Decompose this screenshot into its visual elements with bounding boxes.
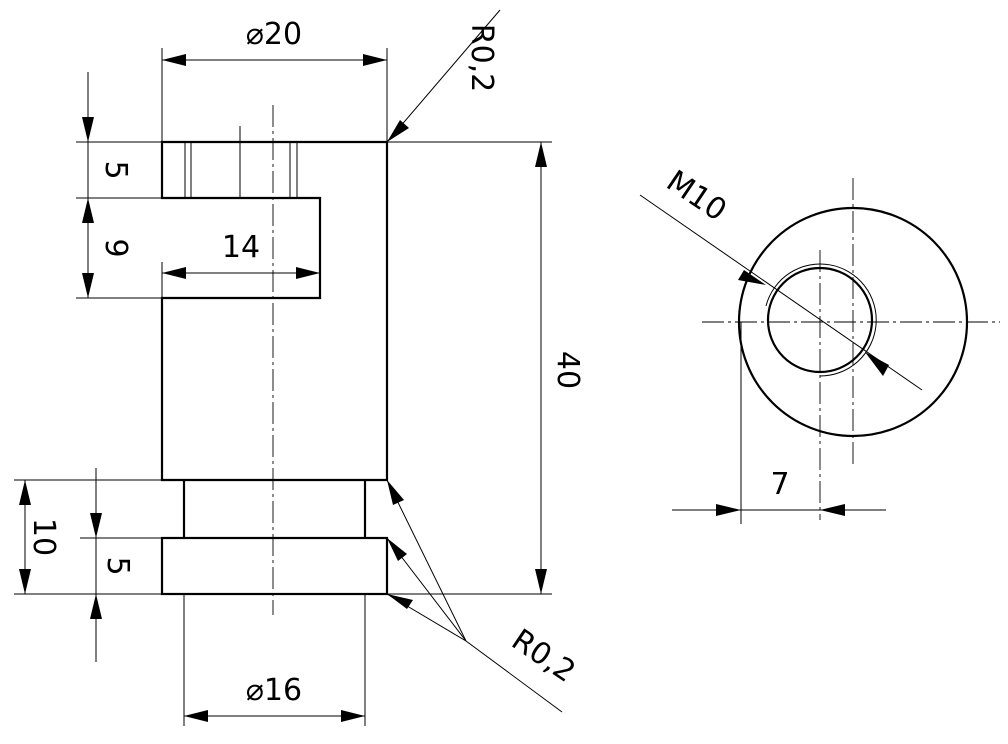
extension-lines	[14, 48, 552, 726]
arrowhead	[184, 710, 208, 722]
arrowhead	[535, 569, 547, 594]
dim-height-5-bottom: 5	[100, 556, 135, 575]
arrowhead	[19, 569, 31, 594]
arrowhead	[162, 54, 186, 66]
dim-width-14: 14	[222, 230, 260, 265]
arrowhead	[387, 594, 413, 609]
dim-radius-top: R0,2	[464, 24, 499, 93]
arrowhead	[90, 513, 102, 538]
arrowheads	[19, 54, 547, 722]
dimension-lines	[24, 9, 563, 717]
dim-height-9: 9	[98, 238, 133, 257]
thread-arc	[765, 263, 877, 377]
dim-diameter-16: ⌀16	[246, 673, 302, 708]
arrowhead	[90, 594, 102, 619]
arrowhead	[865, 352, 889, 376]
arrowhead	[82, 117, 94, 142]
arrowhead	[387, 538, 407, 561]
front-view-outline	[160, 140, 389, 596]
arrowhead	[19, 480, 31, 505]
side-view	[639, 178, 1000, 524]
arrowhead	[162, 267, 186, 279]
arrowhead	[341, 710, 365, 722]
dim-height-40: 40	[550, 351, 585, 389]
dim-height-10: 10	[26, 518, 61, 556]
side-arrowheads	[716, 270, 889, 516]
dim-diameter-20: ⌀20	[246, 17, 302, 52]
dim-height-5-top: 5	[98, 160, 133, 179]
arrowhead	[82, 273, 94, 298]
arrowhead	[535, 142, 547, 167]
dim-offset-7: 7	[770, 467, 789, 502]
dim-thread-m10: M10	[660, 164, 733, 229]
dim-radius-bottom: R0,2	[505, 622, 581, 689]
arrowhead	[716, 504, 741, 516]
arrowhead	[738, 270, 766, 285]
arrowhead	[82, 198, 94, 223]
arrowhead	[820, 504, 845, 516]
arrowhead	[387, 480, 404, 505]
arrowhead	[363, 54, 387, 66]
arrowhead	[387, 120, 409, 142]
arrowhead	[296, 267, 320, 279]
thread-hidden-lines	[184, 126, 298, 198]
